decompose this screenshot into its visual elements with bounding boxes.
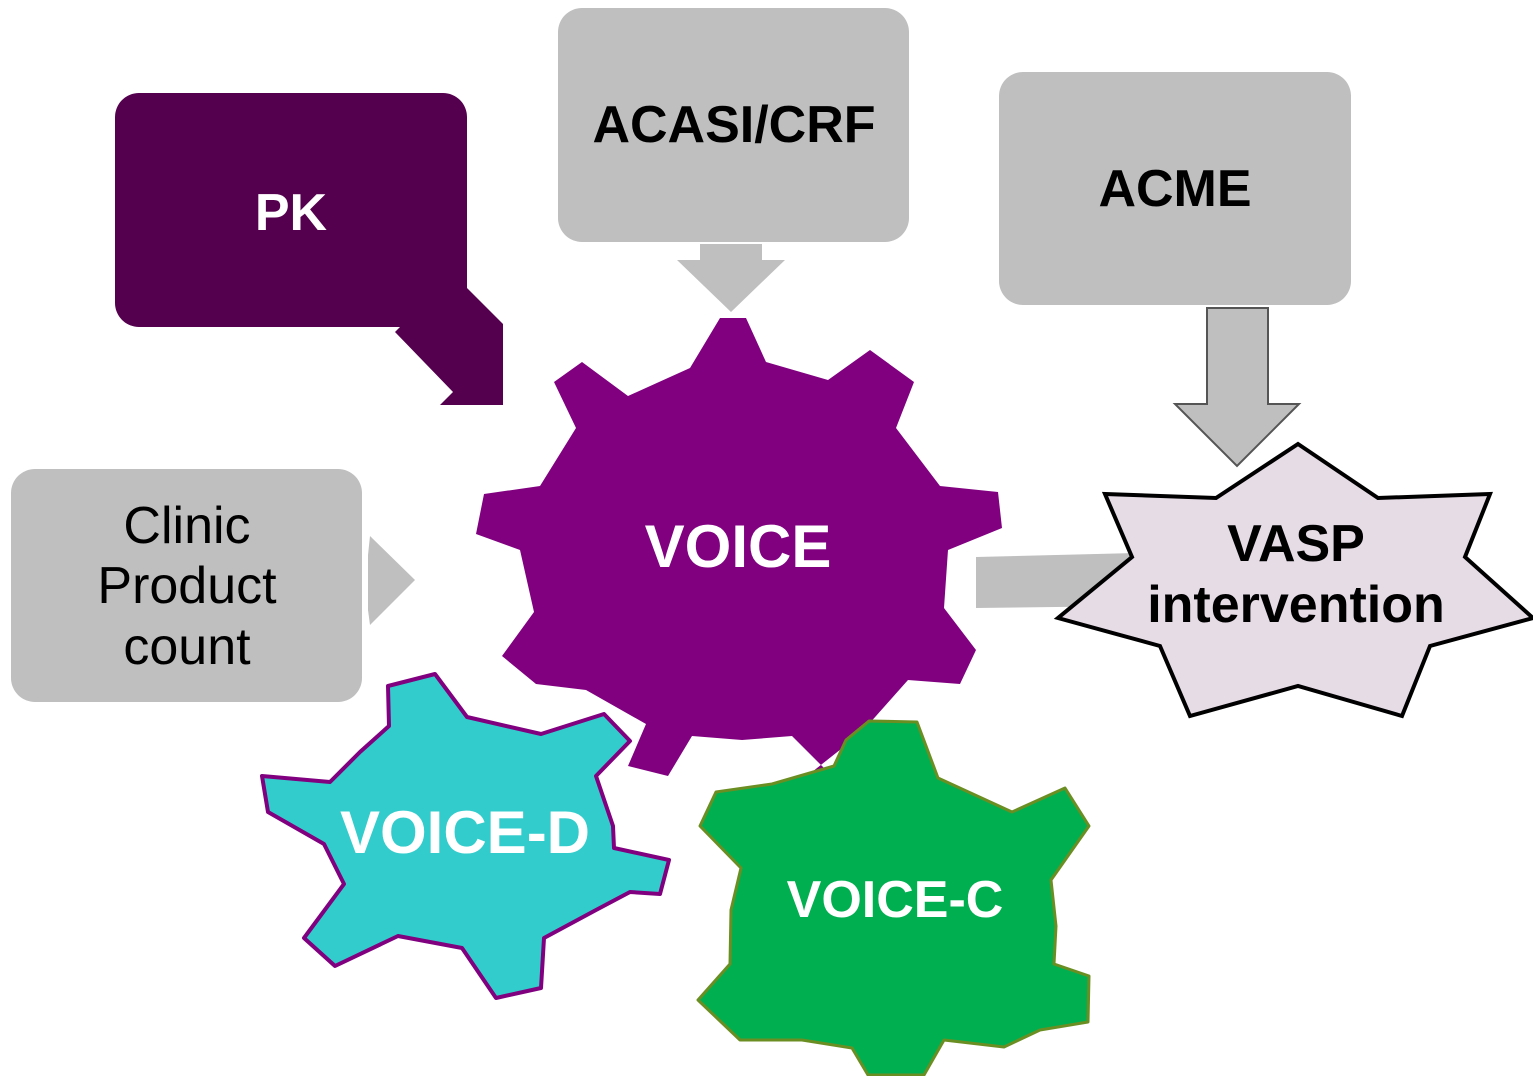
vasp-label-line2: intervention [1147, 576, 1445, 634]
clinic-label-line2: Product [97, 557, 277, 615]
vasp-label-line1: VASP [1227, 515, 1365, 573]
clinic-label-line3: count [123, 618, 251, 676]
vasp-intervention-star [1053, 441, 1533, 719]
voice-d-gear [260, 672, 671, 1000]
voice-gear [476, 318, 1002, 782]
voice-c-gear [696, 719, 1091, 1076]
arrow-acasi-to-voice [677, 244, 785, 312]
clinic-product-count-box [11, 469, 362, 702]
voice-c-label: VOICE-C [787, 871, 1004, 929]
voice-d-label: VOICE-D [340, 799, 590, 866]
clinic-label-line1: Clinic [123, 497, 250, 555]
acasi-crf-box [558, 8, 909, 242]
arrow-acme-to-vasp [1172, 307, 1302, 468]
acme-label: ACME [1098, 160, 1251, 218]
pk-label: PK [255, 184, 328, 242]
pk-box [115, 93, 467, 327]
arrow-clinic-to-voice [368, 536, 415, 625]
acasi-crf-label: ACASI/CRF [592, 96, 875, 154]
acme-box [999, 72, 1351, 305]
voice-label: VOICE [645, 513, 832, 580]
